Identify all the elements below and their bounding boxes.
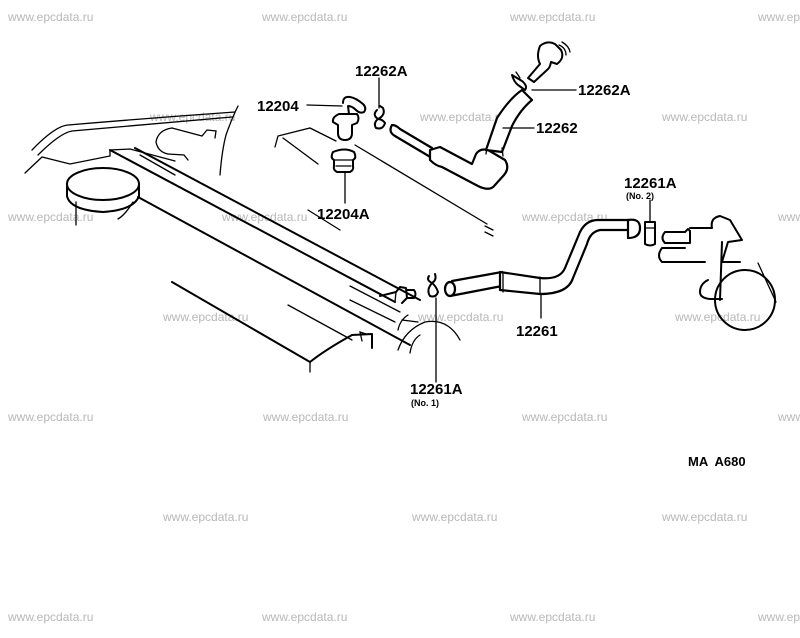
watermark: www.epcdata.ru: [509, 10, 595, 24]
callout-12204a[interactable]: 12204A: [317, 206, 370, 223]
hose-12261: [443, 218, 642, 298]
watermark: www.epcdata.ru: [521, 210, 607, 224]
watermark: www.epcdata.ru: [419, 110, 505, 124]
watermark: www.epcdata.ru: [7, 10, 93, 24]
callout-12261[interactable]: 12261: [516, 323, 558, 340]
pcv-elbow-12204: [331, 95, 367, 141]
watermark: www.epcdata.ru: [7, 410, 93, 424]
watermark: www.epcdata.ru: [7, 610, 93, 624]
watermark: www.epcdata.ru: [261, 10, 347, 24]
watermark: www.epcdata.ru: [661, 110, 747, 124]
callout-12261a-no1-sub: (No. 1): [411, 398, 439, 408]
callouts: 12262A 12262A 12204 12262 12204A 12261A …: [257, 63, 677, 408]
pcv-valve: [527, 41, 571, 83]
callout-12262a-top[interactable]: 12262A: [355, 63, 408, 80]
watermark: www.epcdata.ru: [674, 310, 760, 324]
watermark: www.epcdata.ru: [7, 210, 93, 224]
watermark: www.epcdata.ru: [262, 410, 348, 424]
throttle-body: [658, 215, 777, 331]
callout-12261a-no1[interactable]: 12261A: [410, 381, 463, 398]
watermark: www.epcdata.ru: [411, 510, 497, 524]
hose-12262: [389, 88, 534, 190]
valve-cover-edge: [274, 127, 337, 148]
callout-12261a-no2[interactable]: 12261A: [624, 175, 677, 192]
clamps-12262a: [373, 71, 527, 130]
watermark: www.epcdata.ru: [162, 310, 248, 324]
watermark: www.epcdata.ru: [757, 10, 800, 24]
watermark: www.epcdata.ru: [261, 610, 347, 624]
grommet-12204a: [330, 148, 357, 173]
watermark: www.epcdata.ru: [521, 410, 607, 424]
watermark: www.epcdata.ru: [777, 210, 800, 224]
watermark: www.epcdata.ru: [661, 510, 747, 524]
watermark: www.epcdata.ru: [757, 610, 800, 624]
watermarks: www.epcdata.ru www.epcdata.ru www.epcdat…: [7, 10, 800, 624]
watermark: www.epcdata.ru: [417, 310, 503, 324]
callout-12204[interactable]: 12204: [257, 98, 299, 115]
callout-12261a-no2-sub: (No. 2): [626, 191, 654, 201]
engine-body: [24, 105, 461, 373]
callout-12262[interactable]: 12262: [536, 120, 578, 137]
valve-cover-edge: [354, 144, 494, 237]
watermark: www.epcdata.ru: [777, 410, 800, 424]
leader-lines: [306, 77, 651, 383]
callout-12262a-right[interactable]: 12262A: [578, 82, 631, 99]
clamps-12261a: [427, 221, 656, 298]
figure-code: MA A680: [688, 454, 746, 469]
watermark: www.epcdata.ru: [509, 610, 595, 624]
valve-cover-edge: [282, 137, 319, 165]
watermark: www.epcdata.ru: [162, 510, 248, 524]
